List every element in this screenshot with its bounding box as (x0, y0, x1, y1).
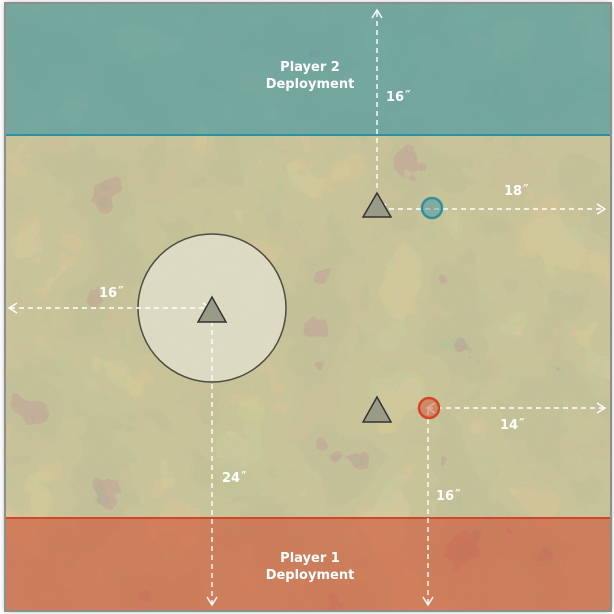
arrowhead-right (596, 203, 607, 215)
triangle-icon (361, 395, 393, 423)
player-2-deployment-label: Player 2 (280, 60, 340, 75)
distance-label: 16˝ (436, 489, 461, 504)
player-2-deployment-zone (6, 4, 610, 135)
distance-label: 16˝ (386, 90, 411, 105)
arrowhead-down (422, 596, 434, 607)
player-2-objective-circle-icon (420, 196, 444, 220)
player-1-deployment-zone (6, 518, 610, 610)
player-1-objective-circle-icon (417, 396, 441, 420)
triangle-icon (196, 295, 228, 323)
distance-label: 16˝ (99, 286, 124, 301)
triangle-icon (361, 191, 393, 218)
distance-label: 18˝ (504, 184, 529, 199)
player-1-deployment-sublabel: Deployment (266, 568, 355, 583)
arrowhead-left (425, 402, 436, 414)
distance-label: 24˝ (222, 471, 247, 486)
arrowhead-up (371, 8, 383, 19)
player-1-deployment-label: Player 1 (280, 551, 340, 566)
arrowhead-right (596, 402, 607, 414)
distance-label: 14˝ (500, 418, 525, 433)
arrowhead-left (7, 302, 18, 314)
arrowhead-down (206, 596, 218, 607)
player-2-deployment-sublabel: Deployment (266, 77, 355, 92)
